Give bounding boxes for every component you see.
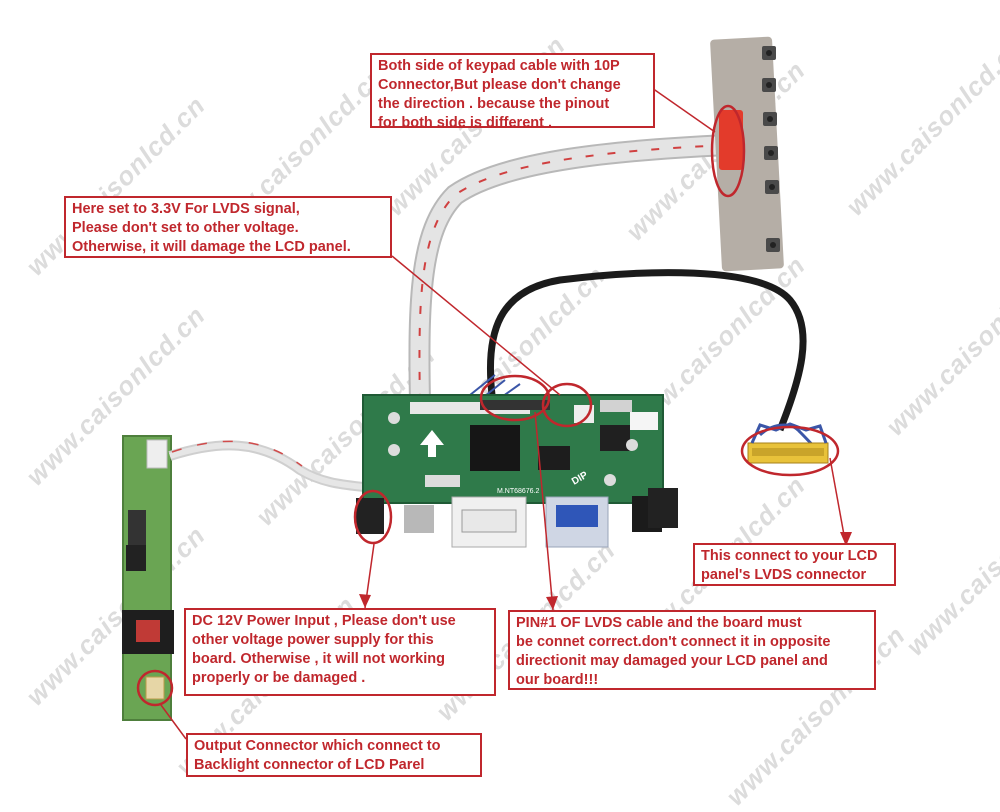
power-callout-line: DC 12V Power Input , Please don't use	[192, 613, 456, 629]
pointer-arrowheads	[359, 532, 852, 610]
keypad-board	[710, 36, 784, 272]
lcd-connector-highlight	[740, 425, 840, 477]
keypad-ribbon-cable	[408, 134, 729, 403]
backlight-pointer	[160, 704, 187, 740]
board-model-label: M.NT68676.2	[497, 488, 540, 495]
keypad-cable-callout: Both side of keypad cable with 10P Conne…	[370, 53, 655, 131]
keypad-callout-line: Both side of keypad cable with 10P	[378, 58, 620, 74]
lcd-pointer	[829, 457, 847, 547]
backlight-callout-line: Output Connector which connect to	[194, 738, 441, 754]
backlight-callout-line: Backlight connector of LCD Parel	[194, 757, 425, 773]
power-callout-line: properly or be damaged .	[192, 670, 366, 686]
power-callout-line: board. Otherwise , it will not working	[192, 651, 445, 667]
pin-callout-line: directionit may damaged your LCD panel a…	[516, 653, 828, 669]
pin-callout-line: be connet correct.don't connect it in op…	[516, 634, 831, 650]
dc-power-jack	[356, 498, 384, 534]
keypad-callout-line: for both side is different .	[378, 115, 553, 131]
hdmi-port	[404, 505, 434, 533]
voltage-callout-line: Here set to 3.3V For LVDS signal,	[72, 201, 300, 217]
power-input-callout: DC 12V Power Input , Please don't use ot…	[184, 608, 496, 696]
voltage-pointer	[391, 255, 561, 396]
pointer-lines	[160, 87, 847, 740]
main-controller-board	[356, 394, 678, 548]
pin-pointer	[534, 411, 554, 611]
keypad-pointer	[651, 87, 716, 133]
highlight-circles	[136, 104, 840, 707]
lvds-pin1-highlight	[479, 374, 551, 422]
keypad-connector-highlight	[710, 104, 746, 198]
keypad-callout-line: Connector,But please don't change	[378, 77, 621, 93]
lcd-lvds-connector	[747, 422, 829, 464]
backlight-output-callout: Output Connector which connect to Backli…	[186, 733, 482, 777]
voltage-setting-callout: Here set to 3.3V For LVDS signal, Please…	[64, 196, 392, 258]
pin-callout-line: PIN#1 OF LVDS cable and the board must	[516, 615, 802, 631]
backlight-output-highlight	[136, 669, 174, 707]
lvds-pin-callout: PIN#1 OF LVDS cable and the board must b…	[508, 610, 876, 690]
voltage-callout-line: Please don't set to other voltage.	[72, 220, 299, 236]
lcd-callout-line: panel's LVDS connector	[701, 567, 867, 583]
power-jack-highlight	[353, 489, 393, 545]
power-callout-line: other voltage power supply for this	[192, 632, 434, 648]
inverter-cable	[168, 440, 373, 493]
lcd-callout-line: This connect to your LCD	[701, 548, 878, 564]
lcd-connector-callout: This connect to your LCD panel's LVDS co…	[693, 543, 896, 586]
keypad-callout-line: the direction . because the pinout	[378, 96, 610, 112]
voltage-jumper-highlight	[541, 382, 593, 428]
voltage-callout-line: Otherwise, it will damage the LCD panel.	[72, 239, 351, 255]
inverter-board	[122, 435, 174, 721]
pin-callout-line: our board!!!	[516, 672, 599, 688]
